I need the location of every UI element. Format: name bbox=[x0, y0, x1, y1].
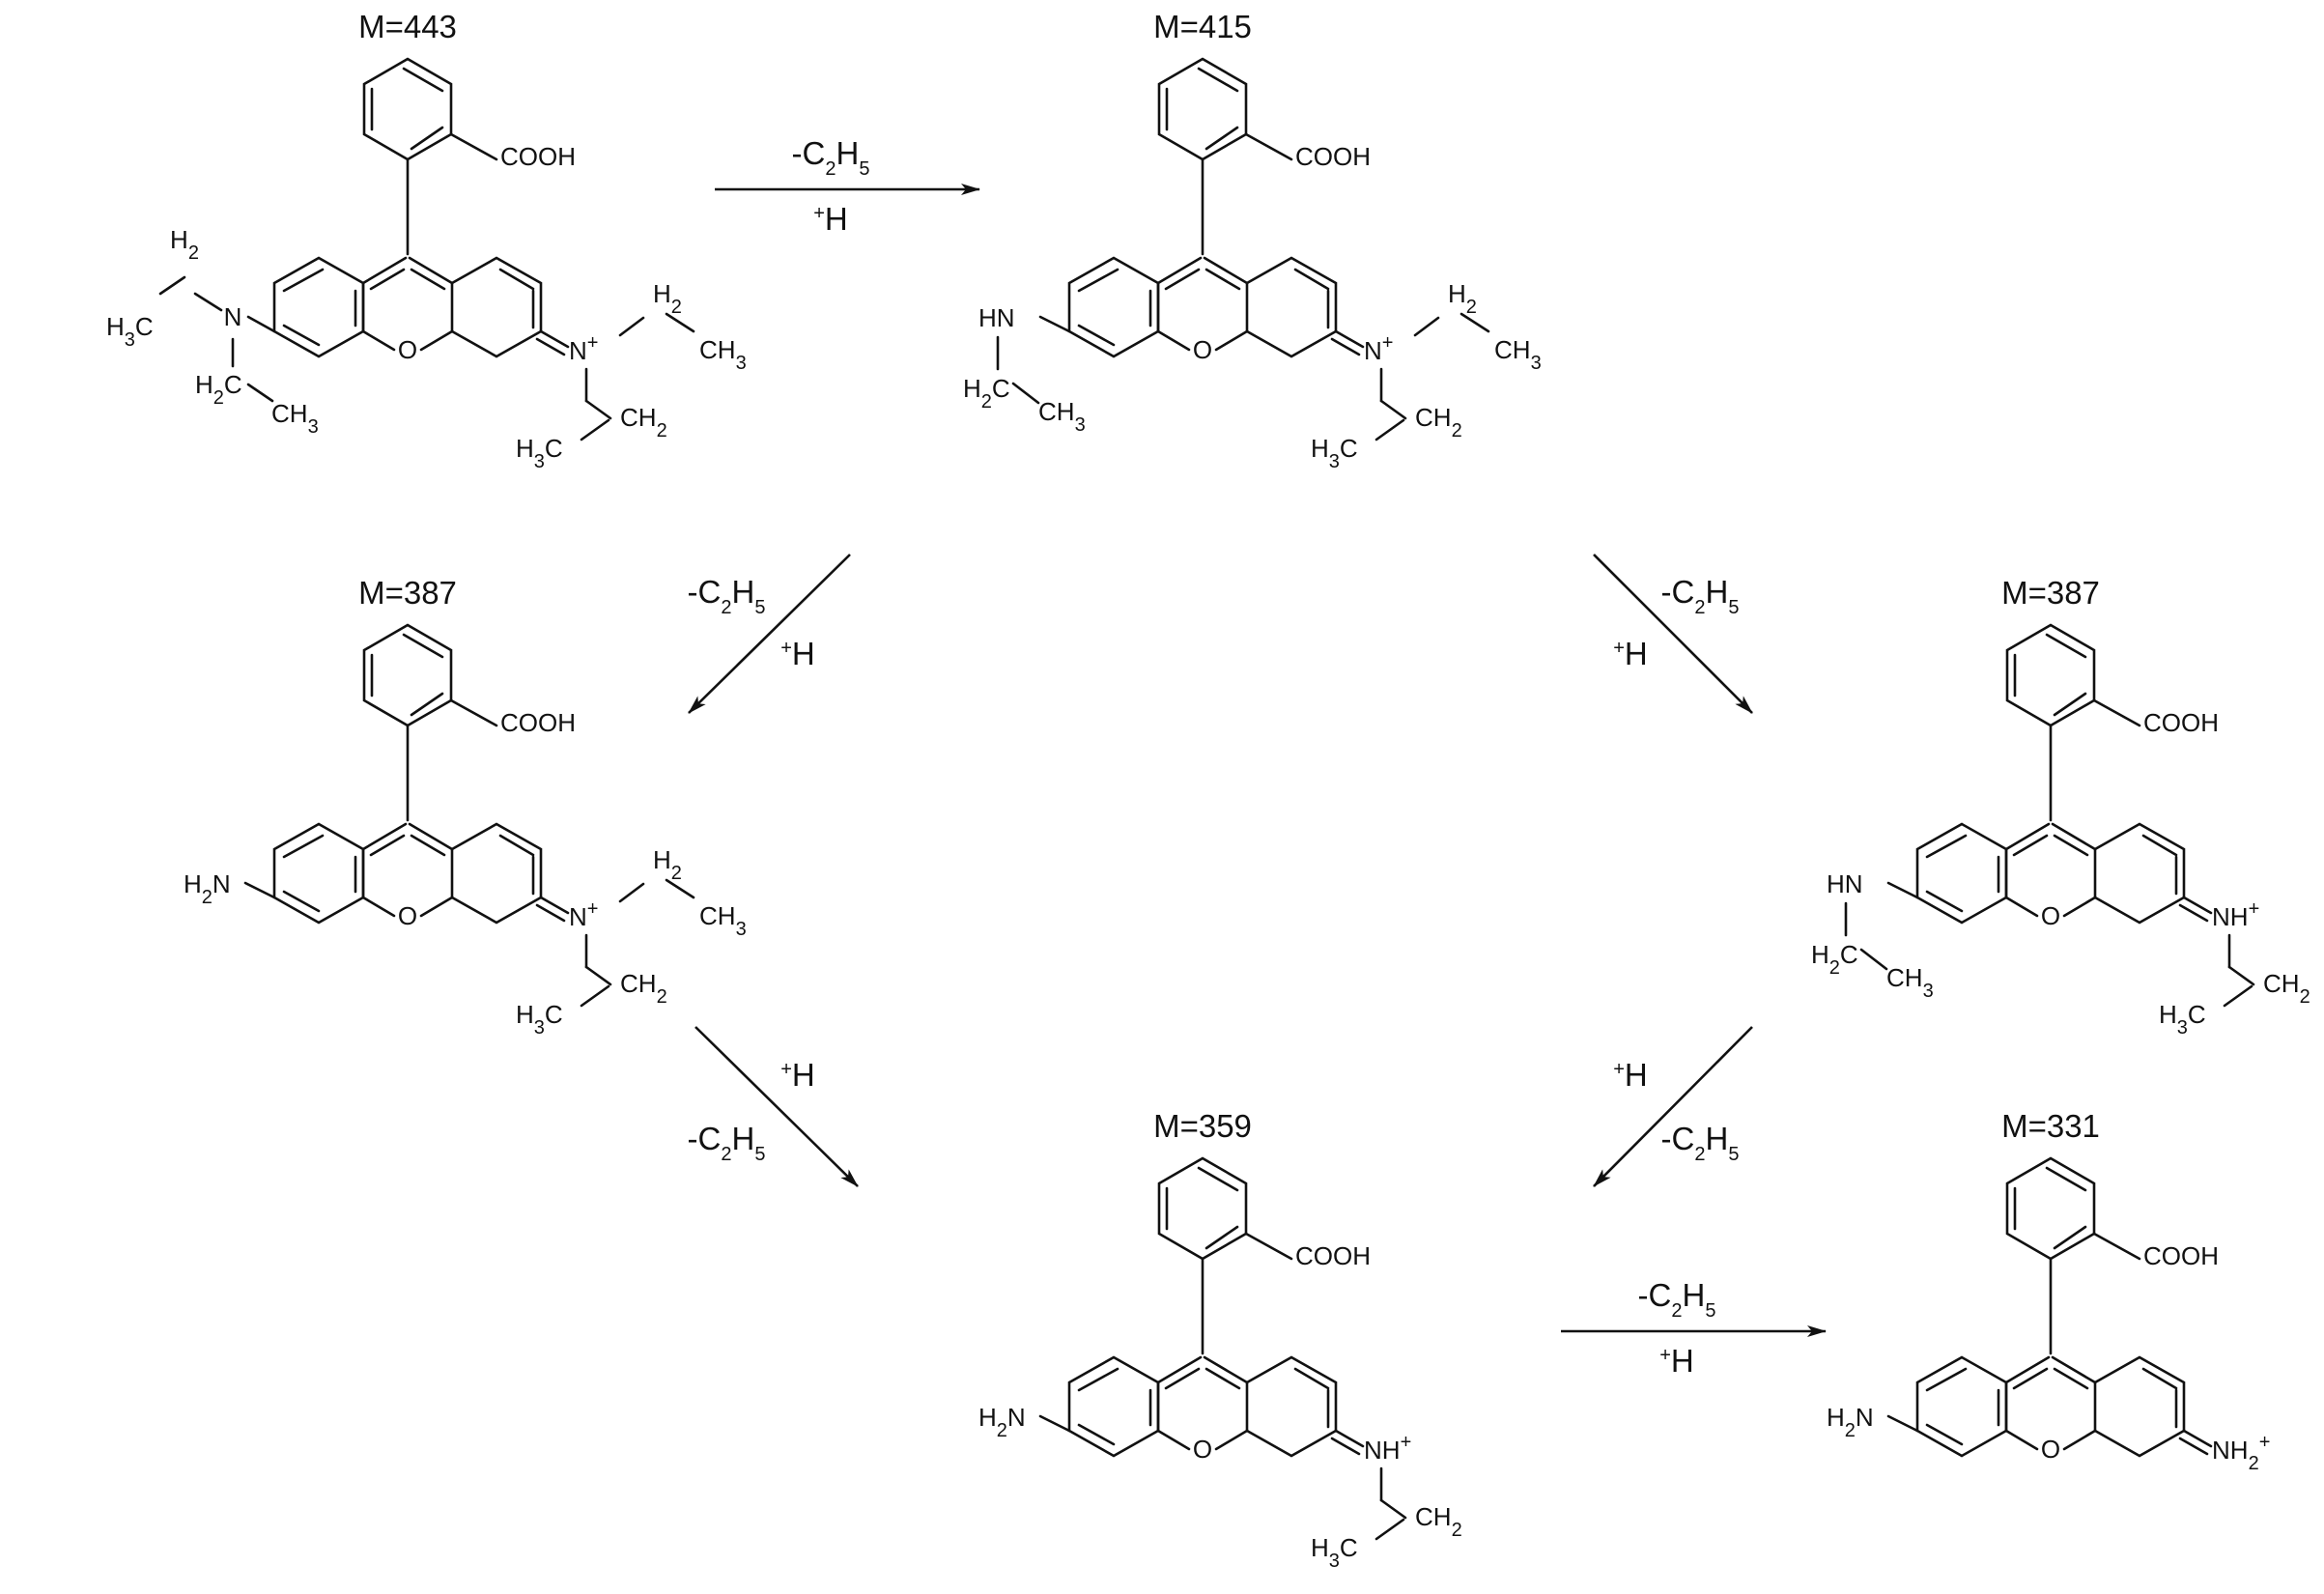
reagent-label: +H bbox=[1613, 636, 1648, 671]
methylene-label: CH2 bbox=[1415, 403, 1462, 441]
methyl-label: H3C bbox=[516, 434, 563, 472]
molecular-mass-label: M=387 bbox=[2001, 575, 2100, 611]
reagent-label: +H bbox=[813, 201, 848, 237]
methyl-label: CH3 bbox=[1886, 963, 1934, 1002]
reagent-label: -C2H5 bbox=[1638, 1277, 1716, 1322]
amine-label: H2N bbox=[978, 1403, 1026, 1441]
methylene-label: H2C bbox=[963, 374, 1010, 413]
iminium-label: N+ bbox=[569, 898, 598, 931]
molecular-mass-label: M=443 bbox=[358, 9, 457, 44]
reaction-arrow bbox=[1593, 1026, 1753, 1187]
methyl-label: H3C bbox=[1311, 1533, 1358, 1572]
reagent-label: +H bbox=[780, 636, 815, 671]
carboxyl-label: COOH bbox=[500, 142, 576, 171]
methyl-label: H3C bbox=[2159, 1000, 2206, 1039]
methyl-label: H3C bbox=[516, 1000, 563, 1039]
reagent-label: +H bbox=[1613, 1057, 1648, 1093]
ring-oxygen-label: O bbox=[2041, 901, 2060, 930]
methyl-label: CH3 bbox=[1038, 397, 1086, 436]
reagent-label: -C2H5 bbox=[1661, 1121, 1740, 1165]
carboxyl-label: COOH bbox=[1295, 142, 1371, 171]
ring-oxygen-label: O bbox=[1193, 1435, 1212, 1464]
reaction-arrow bbox=[688, 554, 851, 714]
methylene-label: CH2 bbox=[620, 403, 667, 441]
reaction-arrow bbox=[1593, 554, 1753, 714]
molecular-mass-label: M=331 bbox=[2001, 1108, 2100, 1144]
methylene-label: H2 bbox=[653, 279, 682, 318]
methylene-label: CH2 bbox=[620, 969, 667, 1008]
reagent-label: -C2H5 bbox=[688, 574, 766, 618]
carboxyl-label: COOH bbox=[500, 708, 576, 737]
reaction-arrow bbox=[694, 1026, 859, 1187]
ring-oxygen-label: O bbox=[1193, 335, 1212, 364]
amine-label: HN bbox=[1827, 869, 1863, 898]
methylene-label: H2 bbox=[1448, 279, 1477, 318]
methyl-label: H3C bbox=[1311, 434, 1358, 472]
methylene-label: CH2 bbox=[1415, 1502, 1462, 1541]
iminium-label: NH+ bbox=[2212, 898, 2259, 931]
methyl-label: CH3 bbox=[699, 901, 747, 940]
reagent-label: +H bbox=[1659, 1343, 1694, 1379]
carboxyl-label: COOH bbox=[2143, 708, 2219, 737]
iminium-label: N+ bbox=[569, 332, 598, 365]
amine-label: H2N bbox=[1827, 1403, 1874, 1441]
methylene-label: H2 bbox=[653, 845, 682, 884]
molecular-mass-label: M=415 bbox=[1153, 9, 1252, 44]
molecular-mass-label: M=359 bbox=[1153, 1108, 1252, 1144]
methylene-label: CH2 bbox=[2263, 969, 2310, 1008]
amine-label: HN bbox=[978, 303, 1015, 332]
reagent-label: +H bbox=[780, 1057, 815, 1093]
molecular-mass-label: M=387 bbox=[358, 575, 457, 611]
ring-oxygen-label: O bbox=[398, 901, 417, 930]
reagent-label: -C2H5 bbox=[792, 135, 870, 180]
methylene-label: H2 bbox=[170, 225, 199, 264]
iminium-label: N+ bbox=[1364, 332, 1393, 365]
ring-oxygen-label: O bbox=[398, 335, 417, 364]
methyl-label: CH3 bbox=[699, 335, 747, 374]
nitrogen-label: N bbox=[224, 302, 242, 331]
methyl-label: H3C bbox=[106, 312, 154, 351]
methyl-label: CH3 bbox=[271, 399, 319, 438]
iminium-label: NH2+ bbox=[2212, 1432, 2270, 1474]
methyl-label: CH3 bbox=[1494, 335, 1542, 374]
carboxyl-label: COOH bbox=[2143, 1241, 2219, 1270]
reagent-label: -C2H5 bbox=[1661, 574, 1740, 618]
methylene-label: H2C bbox=[195, 370, 242, 409]
carboxyl-label: COOH bbox=[1295, 1241, 1371, 1270]
ring-oxygen-label: O bbox=[2041, 1435, 2060, 1464]
methylene-label: H2C bbox=[1811, 940, 1858, 979]
amine-label: H2N bbox=[184, 869, 231, 908]
reagent-label: -C2H5 bbox=[688, 1121, 766, 1165]
iminium-label: NH+ bbox=[1364, 1432, 1411, 1465]
